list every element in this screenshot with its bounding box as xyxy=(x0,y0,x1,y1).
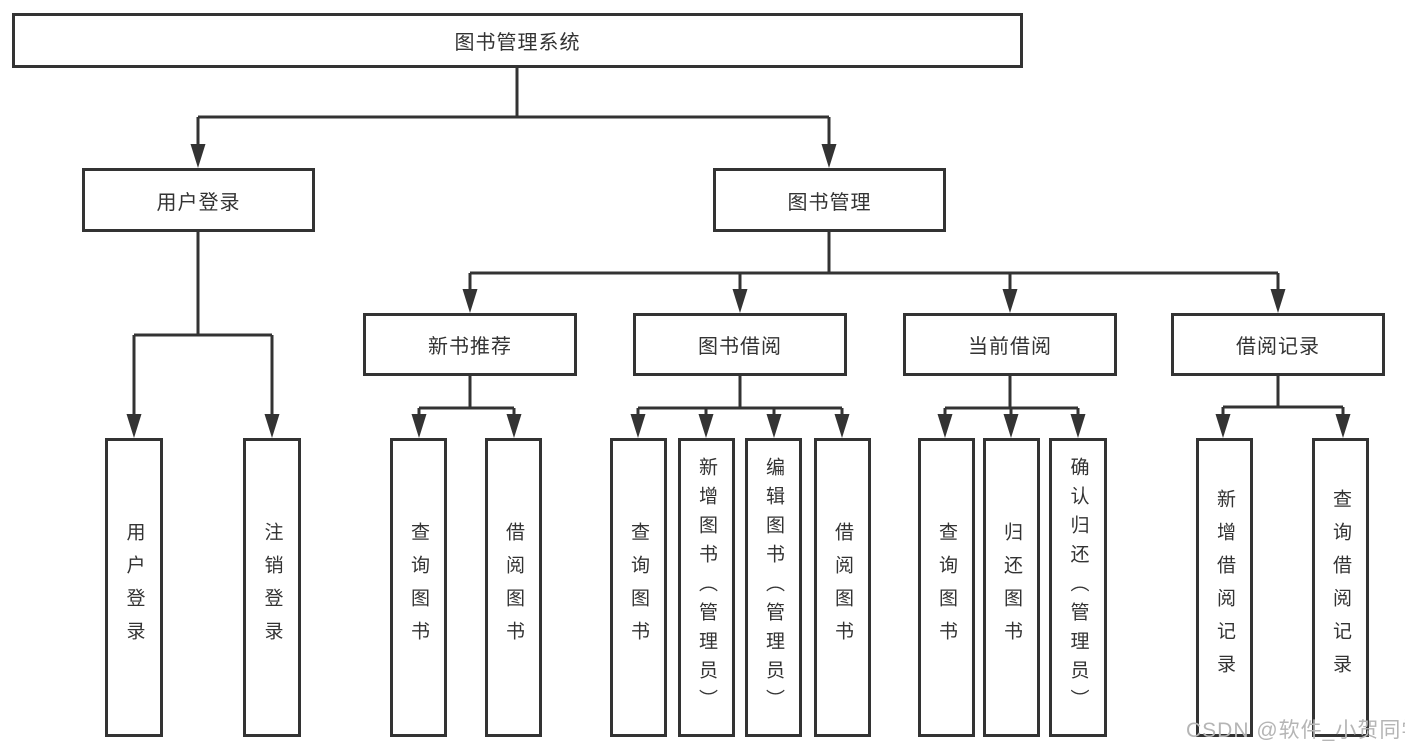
leaf-add-books-admin-label: 新增图书（管理员） xyxy=(696,457,717,718)
node-user-login: 用户登录 xyxy=(82,168,315,232)
node-user-login-label: 用户登录 xyxy=(156,191,241,214)
leaf-add-books-admin: 新增图书（管理员） xyxy=(678,438,735,737)
leaf-borrow-books: 借阅图书 xyxy=(814,438,871,737)
leaf-return-books: 归还图书 xyxy=(983,438,1040,737)
node-borrow-records-label: 借阅记录 xyxy=(1236,336,1320,358)
leaf-logout-label: 注销登录 xyxy=(261,521,283,654)
leaf-current-query-books: 查询图书 xyxy=(918,438,975,737)
leaf-logout: 注销登录 xyxy=(243,438,301,737)
node-new-book-recommend: 新书推荐 xyxy=(363,313,577,376)
leaf-query-borrow-record: 查询借阅记录 xyxy=(1312,438,1369,737)
node-current-borrow: 当前借阅 xyxy=(903,313,1117,376)
node-root: 图书管理系统 xyxy=(12,13,1023,68)
watermark: CSDN @软件_小贺同学 xyxy=(1186,719,1405,742)
leaf-recommend-borrow-books: 借阅图书 xyxy=(485,438,542,737)
leaf-borrow-books-label: 借阅图书 xyxy=(832,521,853,654)
leaf-query-borrow-record-label: 查询借阅记录 xyxy=(1330,488,1351,687)
leaf-recommend-query-books-label: 查询图书 xyxy=(408,521,429,654)
leaf-return-books-label: 归还图书 xyxy=(1001,521,1022,654)
leaf-user-login-label: 用户登录 xyxy=(123,521,145,654)
leaf-add-borrow-record: 新增借阅记录 xyxy=(1196,438,1253,737)
leaf-confirm-return-admin: 确认归还（管理员） xyxy=(1049,438,1107,737)
node-current-borrow-label: 当前借阅 xyxy=(968,336,1052,358)
node-root-label: 图书管理系统 xyxy=(454,32,581,54)
leaf-borrow-query-books: 查询图书 xyxy=(610,438,667,737)
node-borrow-records: 借阅记录 xyxy=(1171,313,1385,376)
leaf-borrow-query-books-label: 查询图书 xyxy=(628,521,649,654)
leaf-add-borrow-record-label: 新增借阅记录 xyxy=(1214,488,1235,687)
node-book-borrow: 图书借阅 xyxy=(633,313,847,376)
leaf-user-login: 用户登录 xyxy=(105,438,163,737)
node-book-borrow-label: 图书借阅 xyxy=(698,336,782,358)
leaf-recommend-query-books: 查询图书 xyxy=(390,438,447,737)
leaf-current-query-books-label: 查询图书 xyxy=(936,521,957,654)
node-book-management: 图书管理 xyxy=(713,168,946,232)
leaf-recommend-borrow-books-label: 借阅图书 xyxy=(503,521,524,654)
leaf-edit-books-admin: 编辑图书（管理员） xyxy=(745,438,802,737)
leaf-edit-books-admin-label: 编辑图书（管理员） xyxy=(763,457,784,718)
leaf-confirm-return-admin-label: 确认归还（管理员） xyxy=(1067,457,1089,718)
node-new-book-recommend-label: 新书推荐 xyxy=(428,336,512,358)
node-book-management-label: 图书管理 xyxy=(787,191,872,214)
